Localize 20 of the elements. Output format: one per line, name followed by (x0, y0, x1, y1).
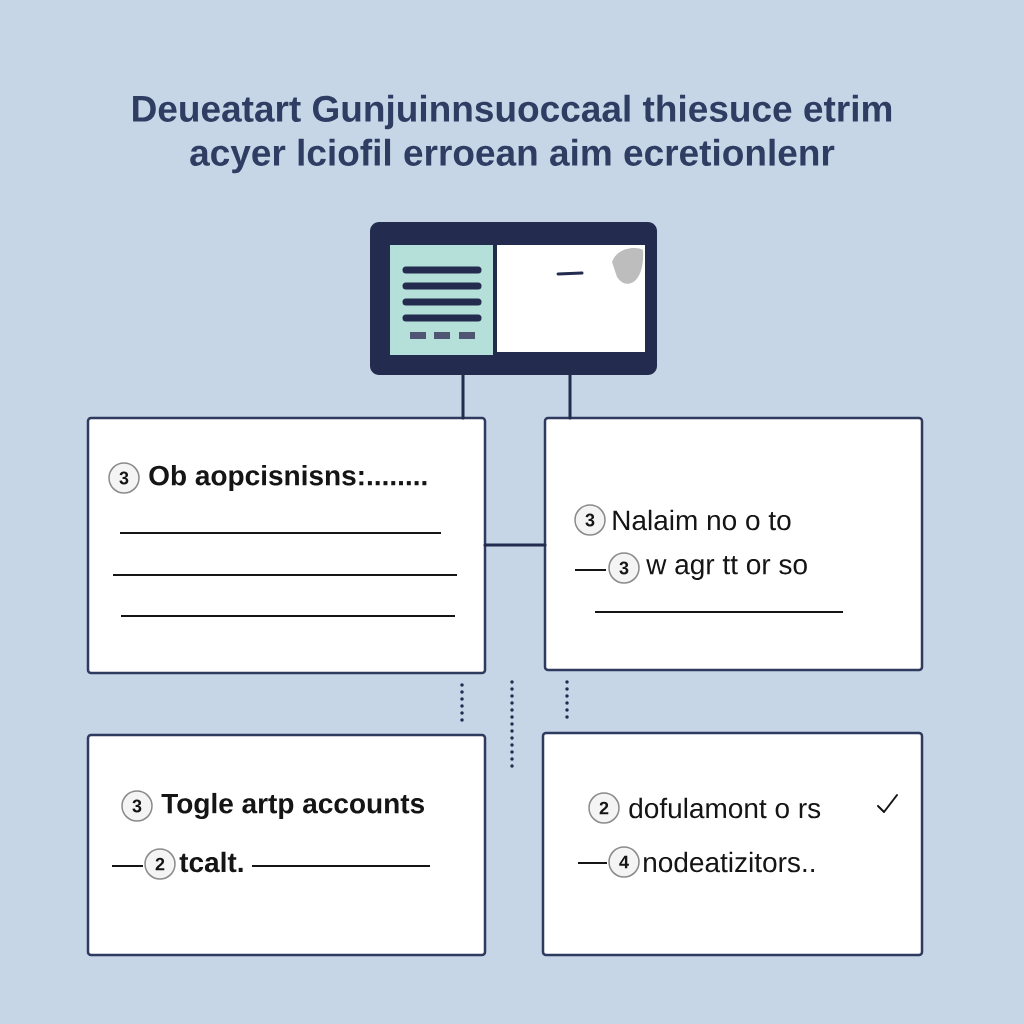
number-badge: 4 (608, 846, 640, 878)
connector-line (460, 683, 464, 725)
item-text: dofulamont o rs (629, 797, 821, 819)
item-text: w agr tt or so (646, 556, 807, 580)
item-text: nodeatizitors.. (644, 851, 814, 873)
item-text: Ob aopcisnisns:........ (149, 464, 427, 492)
connector-line (461, 373, 465, 420)
number-badge: 3 (608, 552, 640, 584)
number-badge: 3 (108, 462, 140, 494)
monitor-picture (370, 222, 657, 375)
number-badge: 3 (574, 504, 606, 536)
item-text: tcalt. (179, 851, 243, 873)
connector-line (568, 373, 572, 420)
item-text: Togle artp accounts (161, 792, 424, 820)
item-text: Nalaim no o to (613, 509, 791, 531)
connector-line (483, 543, 547, 547)
number-badge: 3 (121, 790, 153, 822)
number-badge: 2 (144, 848, 176, 880)
number-badge: 2 (588, 792, 620, 824)
title: Deueatart Gunjuinnsuoccaal thiesuce etrim acyer lciofil erroean aim ecretionlenr (133, 94, 892, 174)
